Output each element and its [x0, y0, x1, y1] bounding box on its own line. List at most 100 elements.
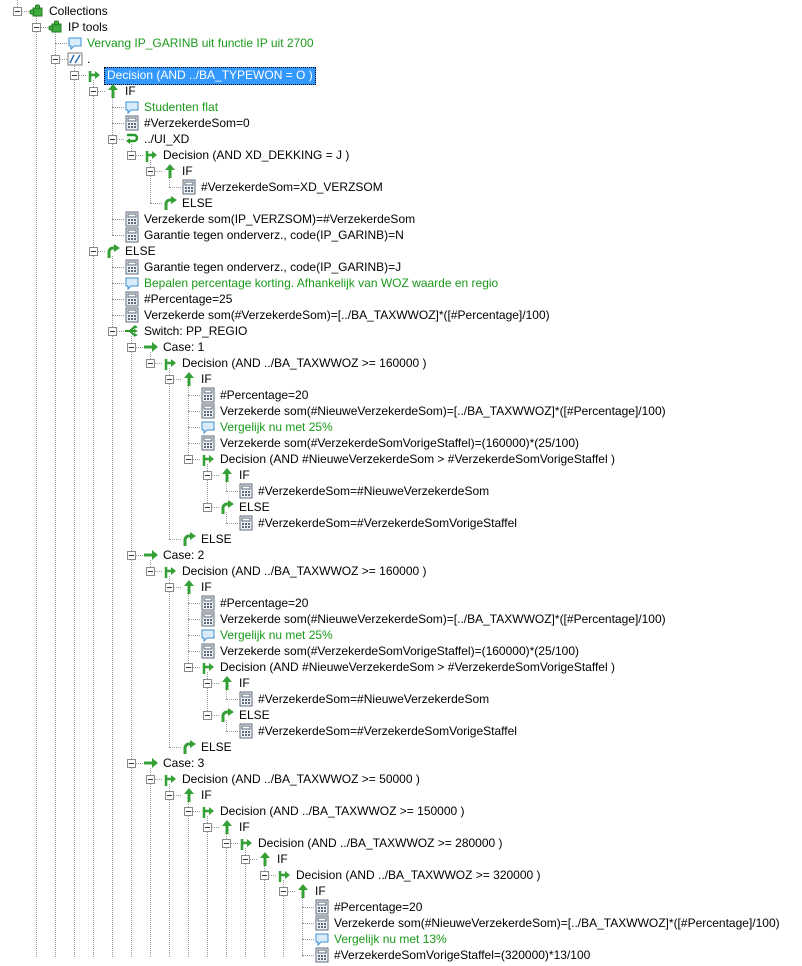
collapse-toggle[interactable] — [146, 775, 155, 784]
collapse-toggle[interactable] — [184, 455, 193, 464]
tree-node-label[interactable]: Verzekerde som(IP_VERZSOM)=#VerzekerdeSo… — [144, 212, 416, 226]
tree-node-label[interactable]: Bepalen percentage korting. Afhankelijk … — [144, 276, 499, 290]
tree-node-label[interactable]: IF — [201, 580, 212, 594]
tree-node-label[interactable]: Studenten flat — [144, 100, 219, 114]
collapse-toggle[interactable] — [165, 583, 174, 592]
tree-node-label[interactable]: ELSE — [125, 244, 156, 258]
tree-node-label[interactable]: ELSE — [182, 196, 213, 210]
tree-node-label[interactable]: Case: 1 — [163, 340, 205, 354]
collapse-toggle[interactable] — [89, 247, 98, 256]
tree-guide-line — [131, 336, 132, 957]
tree-node-label[interactable]: IF — [315, 884, 326, 898]
tree-connector — [188, 619, 200, 620]
tree-node-label[interactable]: IF — [125, 84, 136, 98]
tree-node-label[interactable]: Verzekerde som(#NieuweVerzekerdeSom)=[..… — [334, 916, 780, 930]
collapse-toggle[interactable] — [203, 679, 212, 688]
calculator-icon — [200, 595, 216, 611]
collapse-toggle[interactable] — [127, 343, 136, 352]
tree-node-label[interactable]: Verzekerde som(#NieuweVerzekerdeSom)=[..… — [220, 404, 666, 418]
tree-node-label[interactable]: IF — [239, 468, 250, 482]
tree-node-label[interactable]: ELSE — [239, 500, 270, 514]
tree-node-label[interactable]: #VerzekerdeSom=#NieuweVerzekerdeSom — [258, 484, 490, 498]
tree-node-label[interactable]: Decision (AND ../BA_TAXWWOZ >= 320000 ) — [296, 868, 541, 882]
collapse-toggle[interactable] — [108, 135, 117, 144]
tree-node-label[interactable]: Switch: PP_REGIO — [144, 324, 248, 338]
collapse-toggle[interactable] — [146, 359, 155, 368]
collapse-toggle[interactable] — [127, 551, 136, 560]
collapse-toggle[interactable] — [203, 503, 212, 512]
collapse-toggle[interactable] — [203, 823, 212, 832]
tree-connector — [226, 491, 238, 492]
tree-node-label[interactable]: IF — [277, 852, 288, 866]
tree-node-label[interactable]: Vergelijk nu met 13% — [334, 932, 447, 946]
tree-node-label[interactable]: Verzekerde som(#VerzekerdeSomVorigeStaff… — [220, 436, 579, 450]
collapse-toggle[interactable] — [127, 151, 136, 160]
tree-node-label[interactable]: Decision (AND ../BA_TAXWWOZ >= 280000 ) — [258, 836, 503, 850]
tree-node-label[interactable]: ELSE — [239, 708, 270, 722]
tree-node-label[interactable]: ELSE — [201, 532, 232, 546]
collapse-toggle[interactable] — [279, 887, 288, 896]
tree-node-label[interactable]: #Percentage=20 — [220, 388, 309, 402]
collapse-toggle[interactable] — [70, 71, 79, 80]
tree-node-label[interactable]: #VerzekerdeSom=#VerzekerdeSomVorigeStaff… — [258, 516, 517, 530]
tree-node-label[interactable]: IF — [201, 788, 212, 802]
tree-node-label[interactable]: #VerzekerdeSom=0 — [144, 116, 250, 130]
tree-node-label[interactable]: Decision (AND #NieuweVerzekerdeSom > #Ve… — [220, 452, 615, 466]
collapse-toggle[interactable] — [260, 871, 269, 880]
tree-node-label[interactable]: IF — [239, 676, 250, 690]
tree-node-label[interactable]: #Percentage=20 — [220, 596, 309, 610]
tree-node-label[interactable]: Decision (AND #NieuweVerzekerdeSom > #Ve… — [220, 660, 615, 674]
collapse-toggle[interactable] — [127, 759, 136, 768]
collapse-toggle[interactable] — [184, 807, 193, 816]
tree-node-label[interactable]: Case: 2 — [163, 548, 205, 562]
tree-node-label[interactable]: Decision (AND ../BA_TAXWWOZ >= 160000 ) — [182, 356, 427, 370]
tree-node-label[interactable]: IF — [201, 372, 212, 386]
tree-node-label[interactable]: ../UI_XD — [144, 132, 190, 146]
tree-node-label[interactable]: #VerzekerdeSom=#NieuweVerzekerdeSom — [258, 692, 490, 706]
tree-node-label[interactable]: . — [87, 52, 91, 66]
tree-node-label[interactable]: Vervang IP_GARINB uit functie IP uit 270… — [87, 36, 314, 50]
tree-node-label[interactable]: Decision (AND ../BA_TAXWWOZ >= 160000 ) — [182, 564, 427, 578]
tree-connector — [302, 955, 314, 956]
tree-node-label[interactable]: ELSE — [201, 740, 232, 754]
tree-node-label[interactable]: Vergelijk nu met 25% — [220, 628, 333, 642]
collapse-toggle[interactable] — [13, 7, 22, 16]
tree-node-label[interactable]: IF — [182, 164, 193, 178]
tree-node-label[interactable]: #VerzekerdeSom=XD_VERZSOM — [201, 180, 383, 194]
collapse-toggle[interactable] — [165, 375, 174, 384]
tree-node-label[interactable]: IP tools — [68, 20, 108, 34]
tree-node-label[interactable]: Garantie tegen onderverz., code(IP_GARIN… — [144, 260, 402, 274]
collapse-toggle[interactable] — [89, 87, 98, 96]
collapse-toggle[interactable] — [32, 23, 41, 32]
collapse-toggle[interactable] — [146, 567, 155, 576]
collapse-toggle[interactable] — [51, 55, 60, 64]
tree-node-label[interactable]: Verzekerde som(#VerzekerdeSom)=[../BA_TA… — [144, 308, 550, 322]
tree-node-label[interactable]: #Percentage=20 — [334, 900, 423, 914]
tree-node-label[interactable]: Verzekerde som(#NieuweVerzekerdeSom)=[..… — [220, 612, 666, 626]
collapse-toggle[interactable] — [146, 167, 155, 176]
tree-node-label[interactable]: Case: 3 — [163, 756, 205, 770]
tree-node-label[interactable]: #VerzekerdeSom=#VerzekerdeSomVorigeStaff… — [258, 724, 517, 738]
collapse-toggle[interactable] — [184, 663, 193, 672]
tree-node-label[interactable]: Vergelijk nu met 25% — [220, 420, 333, 434]
tree-node-label[interactable]: IF — [239, 820, 250, 834]
collapse-toggle[interactable] — [241, 855, 250, 864]
tree-connector — [112, 331, 124, 332]
tree-node-label[interactable]: Decision (AND XD_DEKKING = J ) — [163, 148, 350, 162]
tree-node-label-selected[interactable]: Decision (AND ../BA_TYPEWON = O ) — [104, 67, 316, 85]
tree-node-label[interactable]: #VerzekerdeSomVorigeStaffel=(320000)*13/… — [334, 948, 591, 962]
tree-node-label[interactable]: Garantie tegen onderverz., code(IP_GARIN… — [144, 228, 404, 242]
tree-node-label[interactable]: Collections — [49, 4, 108, 18]
tree-node-label[interactable]: Decision (AND ../BA_TAXWWOZ >= 150000 ) — [220, 804, 465, 818]
collapse-toggle[interactable] — [165, 791, 174, 800]
tree-connector — [188, 443, 200, 444]
tree-node-label[interactable]: #Percentage=25 — [144, 292, 233, 306]
tree-guide-line — [169, 368, 170, 539]
tree-node-label[interactable]: Verzekerde som(#VerzekerdeSomVorigeStaff… — [220, 644, 579, 658]
collapse-toggle[interactable] — [203, 471, 212, 480]
collapse-toggle[interactable] — [108, 327, 117, 336]
collapse-toggle[interactable] — [222, 839, 231, 848]
tree-node-label[interactable]: Decision (AND ../BA_TAXWWOZ >= 50000 ) — [182, 772, 420, 786]
collapse-toggle[interactable] — [203, 711, 212, 720]
